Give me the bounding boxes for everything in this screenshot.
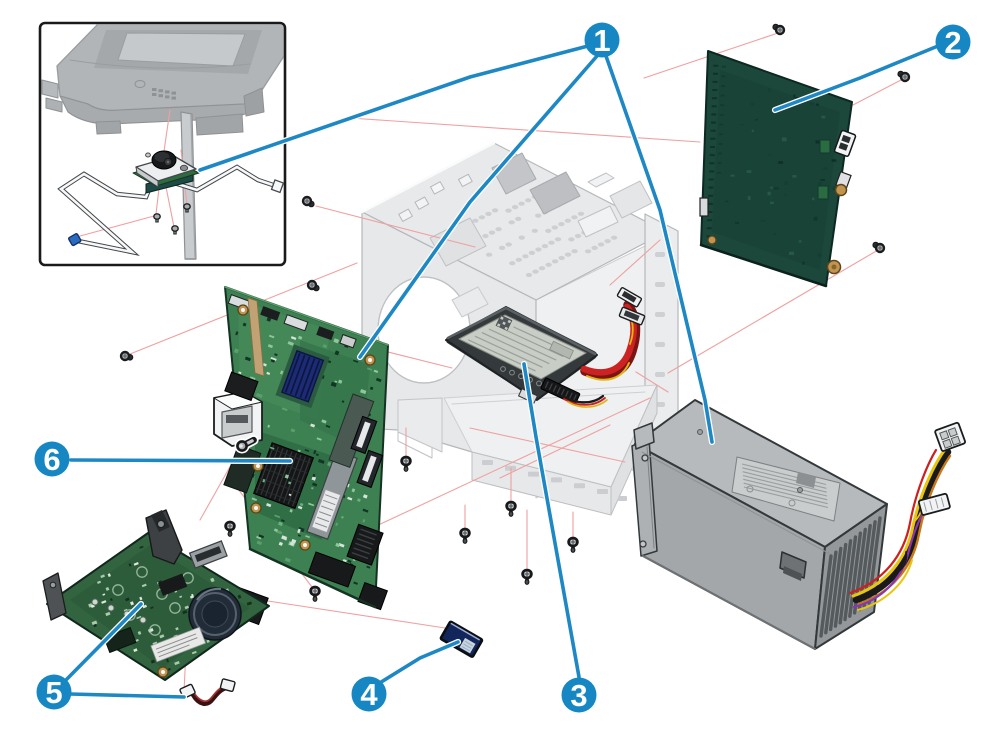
svg-text:2: 2 [944,25,961,60]
svg-text:5: 5 [45,675,62,710]
svg-text:3: 3 [570,678,587,713]
svg-text:6: 6 [43,442,60,477]
svg-text:4: 4 [360,677,378,712]
svg-text:1: 1 [593,23,610,58]
